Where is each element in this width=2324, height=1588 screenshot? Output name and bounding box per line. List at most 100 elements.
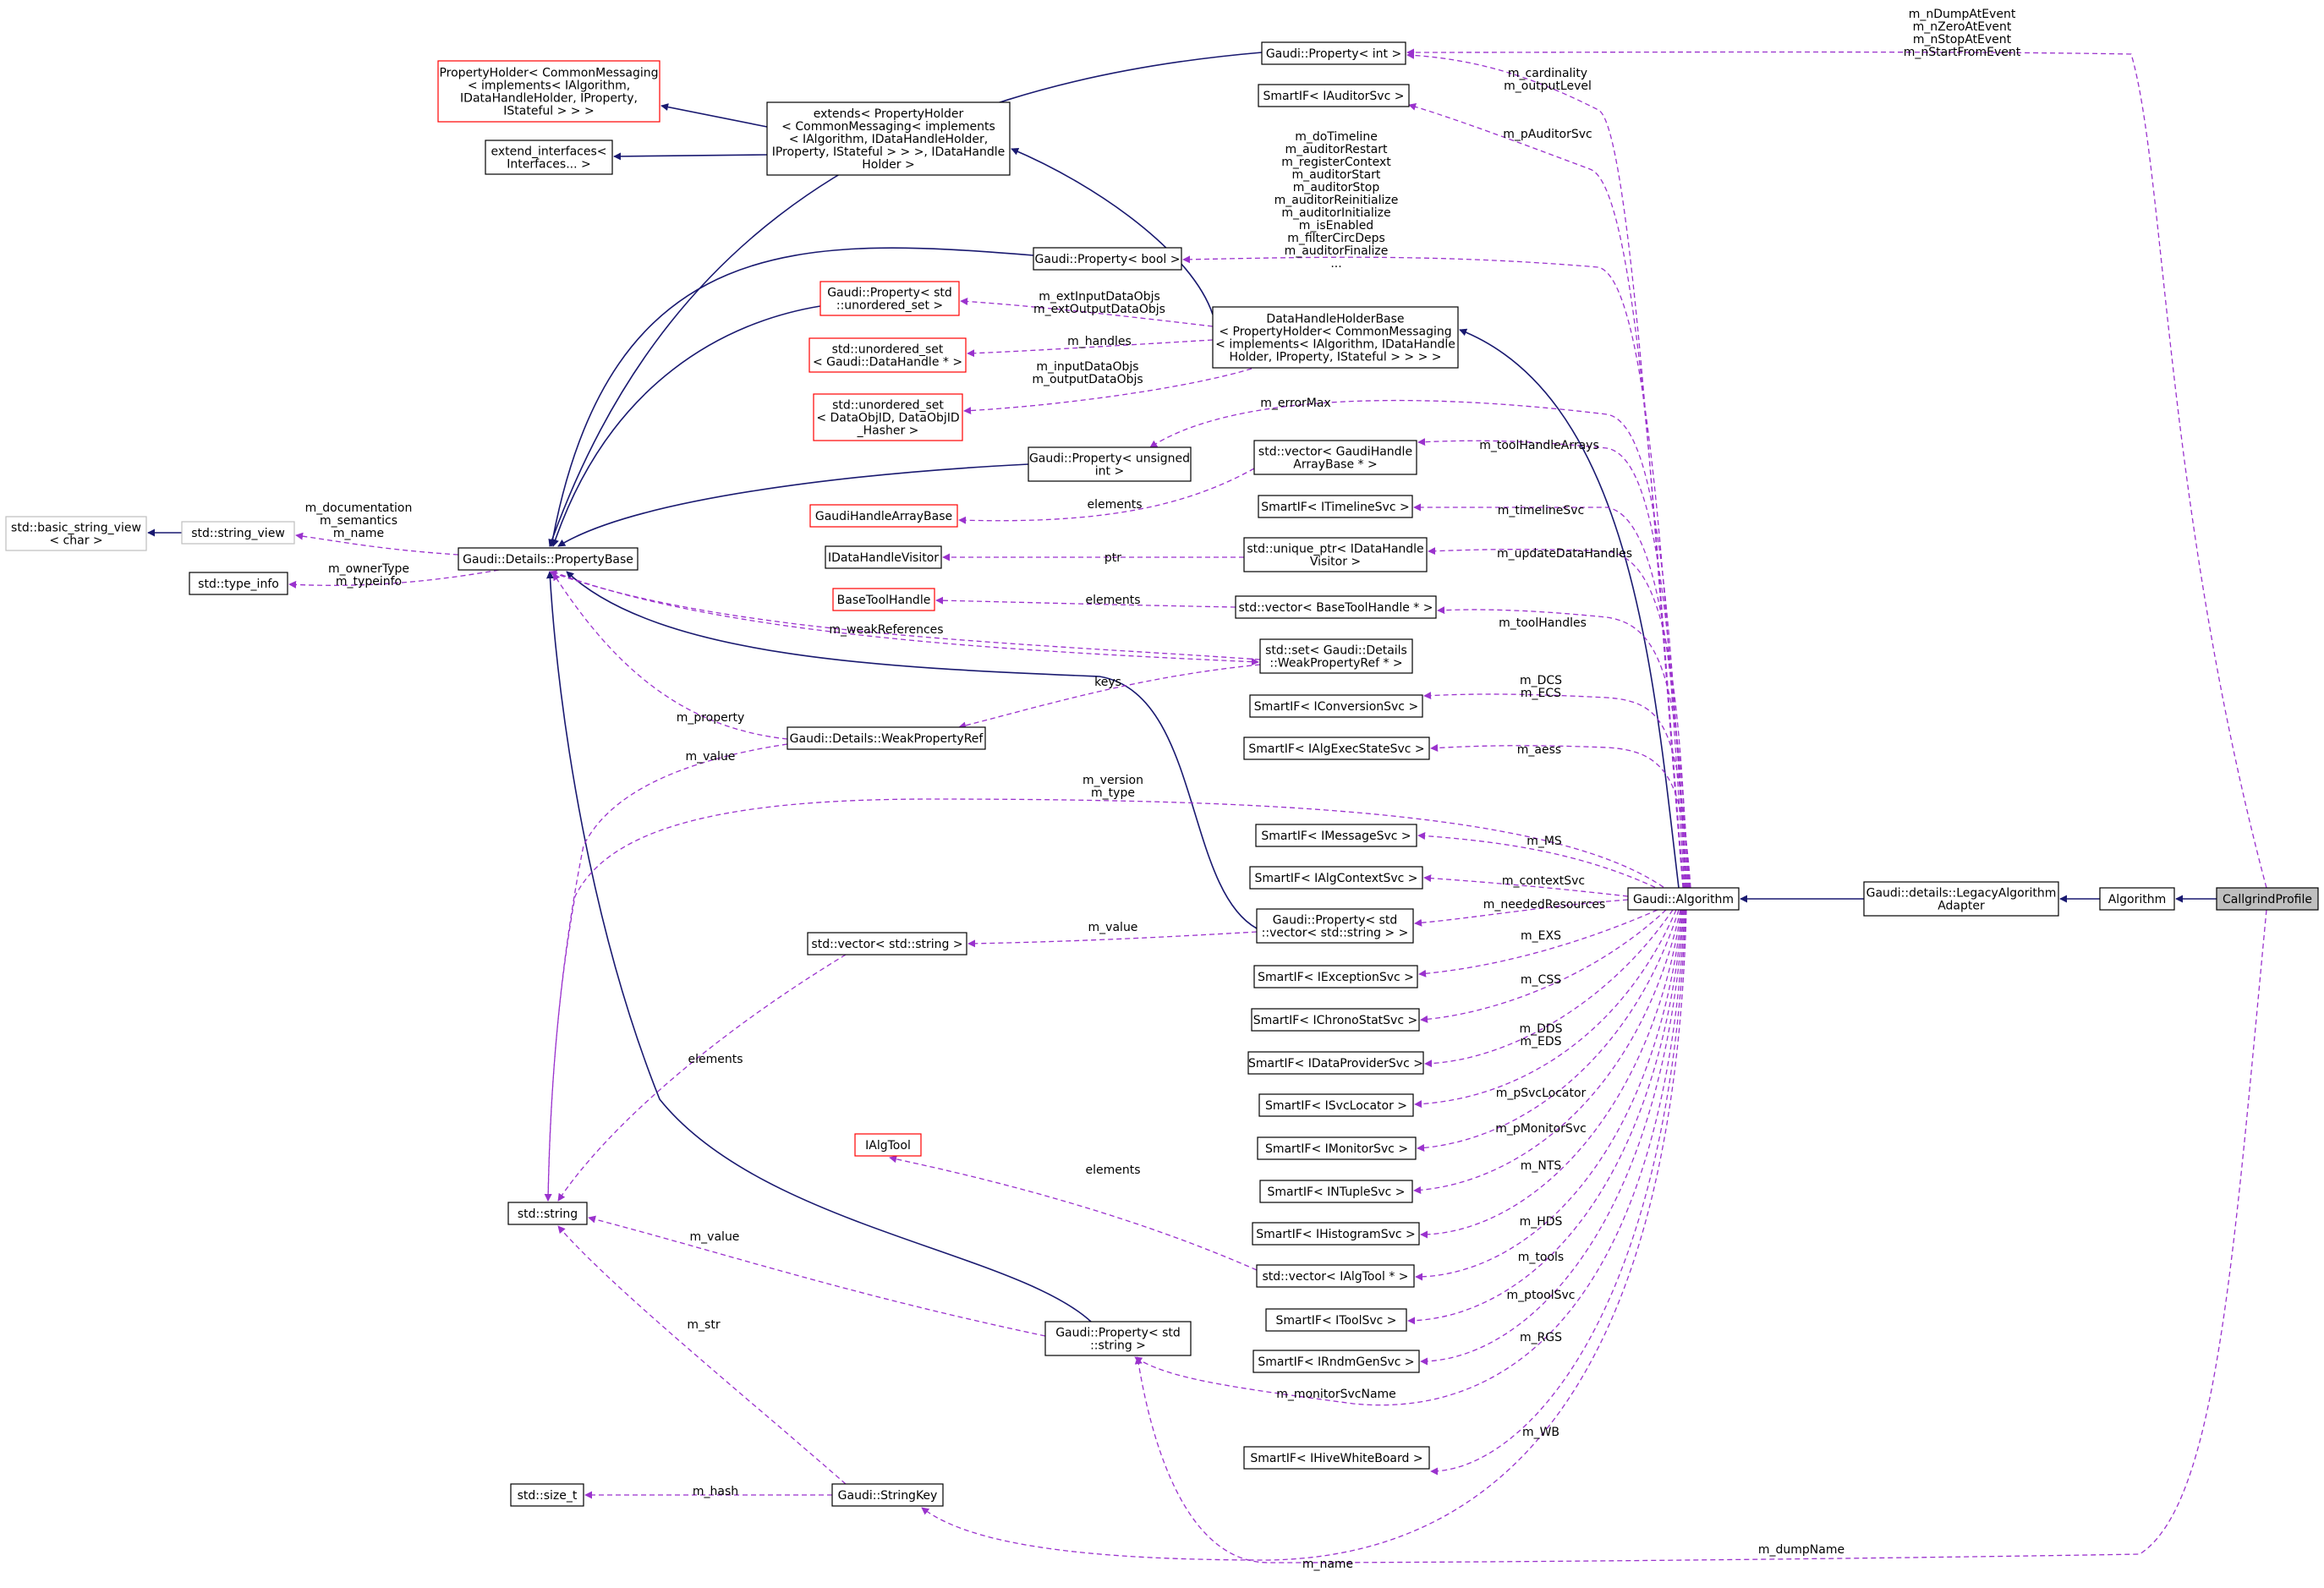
node-box[interactable] [854, 1133, 922, 1157]
node-box[interactable] [819, 281, 960, 316]
node-box[interactable] [1255, 824, 1417, 847]
node-basic-sv[interactable]: std::basic_string_view< char > [5, 516, 147, 551]
node-box[interactable] [831, 1483, 944, 1507]
node-box[interactable] [1028, 446, 1192, 482]
node-toolsvc[interactable]: SmartIF< IToolSvc > [1265, 1308, 1407, 1332]
node-type-info[interactable]: std::type_info [189, 572, 288, 595]
node-box[interactable] [1249, 866, 1423, 890]
node-box[interactable] [189, 572, 288, 595]
node-prop-string[interactable]: Gaudi::Property< std::string > [1044, 1321, 1192, 1356]
node-prop-base[interactable]: Gaudi::Details::PropertyBase [458, 547, 639, 571]
node-ialgtool[interactable]: IAlgTool [854, 1133, 922, 1157]
node-dataprov[interactable]: SmartIF< IDataProviderSvc > [1247, 1051, 1424, 1075]
node-box[interactable] [1249, 694, 1423, 718]
node-box[interactable] [458, 547, 639, 571]
node-dhh-base[interactable]: DataHandleHolderBase< PropertyHolder< Co… [1212, 306, 1459, 369]
node-box[interactable] [809, 504, 958, 528]
node-set-wpr[interactable]: std::set< Gaudi::Details::WeakPropertyRe… [1259, 638, 1413, 674]
node-vec-ialgtool[interactable]: std::vector< IAlgTool * > [1256, 1264, 1415, 1288]
node-prop-uset[interactable]: Gaudi::Property< std::unordered_set > [819, 281, 960, 316]
node-box[interactable] [1256, 1264, 1415, 1288]
node-box[interactable] [1243, 737, 1430, 760]
node-box[interactable] [813, 393, 963, 441]
node-box[interactable] [437, 60, 660, 123]
node-histo[interactable]: SmartIF< IHistogramSvc > [1252, 1222, 1420, 1246]
node-stringkey[interactable]: Gaudi::StringKey [831, 1483, 944, 1507]
node-box[interactable] [1863, 881, 2059, 917]
node-chrono[interactable]: SmartIF< IChronoStatSvc > [1251, 1008, 1420, 1032]
node-callgrind[interactable]: CallgrindProfile [2216, 887, 2319, 911]
node-box[interactable] [1258, 495, 1413, 518]
node-box[interactable] [832, 588, 935, 611]
node-gaudi-alg[interactable]: Gaudi::Algorithm [1627, 887, 1740, 911]
node-box[interactable] [1259, 1180, 1413, 1203]
node-message[interactable]: SmartIF< IMessageSvc > [1255, 824, 1417, 847]
node-box[interactable] [1251, 1008, 1420, 1032]
node-box[interactable] [825, 545, 942, 569]
node-algorithm[interactable]: Algorithm [2099, 887, 2175, 911]
node-box[interactable] [1253, 440, 1417, 475]
node-ext-iface[interactable]: extend_interfaces<Interfaces... > [485, 140, 613, 175]
node-wpr[interactable]: Gaudi::Details::WeakPropertyRef [787, 726, 986, 750]
node-conversion[interactable]: SmartIF< IConversionSvc > [1249, 694, 1423, 718]
node-prop-holder[interactable]: PropertyHolder< CommonMessaging< impleme… [437, 60, 660, 123]
node-box[interactable] [510, 1483, 584, 1507]
node-vec-btoolh[interactable]: std::vector< BaseToolHandle * > [1235, 595, 1437, 619]
node-box[interactable] [5, 516, 147, 551]
node-algexec[interactable]: SmartIF< IAlgExecStateSvc > [1243, 737, 1430, 760]
node-box[interactable] [485, 140, 613, 175]
node-hive[interactable]: SmartIF< IHiveWhiteBoard > [1243, 1446, 1430, 1470]
node-box[interactable] [1235, 595, 1437, 619]
node-std-string[interactable]: std::string [507, 1202, 588, 1225]
node-box[interactable] [1044, 1321, 1192, 1356]
node-box[interactable] [808, 337, 967, 373]
node-box[interactable] [1258, 84, 1410, 107]
node-monitor[interactable]: SmartIF< IMonitorSvc > [1257, 1136, 1417, 1160]
node-prop-int[interactable]: Gaudi::Property< int > [1261, 41, 1406, 65]
node-uset-dh[interactable]: std::unordered_set< Gaudi::DataHandle * … [808, 337, 967, 373]
node-box[interactable] [1212, 306, 1459, 369]
node-box[interactable] [1247, 1051, 1424, 1075]
node-box[interactable] [1259, 638, 1413, 674]
node-vec-string[interactable]: std::vector< std::string > [807, 932, 967, 956]
node-ntuple[interactable]: SmartIF< INTupleSvc > [1259, 1180, 1413, 1203]
node-box[interactable] [766, 101, 1011, 176]
node-uset-objid[interactable]: std::unordered_set< DataObjID, DataObjID… [813, 393, 963, 441]
node-box[interactable] [1033, 247, 1182, 271]
node-string-view[interactable]: std::string_view [181, 521, 295, 545]
node-box[interactable] [1258, 1093, 1414, 1117]
node-prop-vecstr[interactable]: Gaudi::Property< std::vector< std::strin… [1256, 908, 1414, 944]
node-size-t[interactable]: std::size_t [510, 1483, 584, 1507]
node-auditor[interactable]: SmartIF< IAuditorSvc > [1258, 84, 1410, 107]
node-box[interactable] [1257, 1136, 1417, 1160]
node-box[interactable] [2099, 887, 2175, 911]
node-box[interactable] [1265, 1308, 1407, 1332]
node-box[interactable] [1243, 1446, 1430, 1470]
node-box[interactable] [1253, 965, 1418, 988]
node-box[interactable] [1243, 537, 1428, 572]
node-algcontext[interactable]: SmartIF< IAlgContextSvc > [1249, 866, 1423, 890]
node-box[interactable] [807, 932, 967, 956]
node-svcloc[interactable]: SmartIF< ISvcLocator > [1258, 1093, 1414, 1117]
node-box[interactable] [1252, 1350, 1420, 1373]
node-exception[interactable]: SmartIF< IExceptionSvc > [1253, 965, 1418, 988]
node-extends[interactable]: extends< PropertyHolder< CommonMessaging… [766, 101, 1011, 176]
node-rndm[interactable]: SmartIF< IRndmGenSvc > [1252, 1350, 1420, 1373]
node-box[interactable] [1261, 41, 1406, 65]
node-box[interactable] [1627, 887, 1740, 911]
node-box[interactable] [1252, 1222, 1420, 1246]
node-box[interactable] [1256, 908, 1414, 944]
node-prop-bool[interactable]: Gaudi::Property< bool > [1033, 247, 1182, 271]
node-ghab[interactable]: GaudiHandleArrayBase [809, 504, 958, 528]
node-box[interactable] [2216, 887, 2319, 911]
node-box[interactable] [787, 726, 986, 750]
node-box[interactable] [181, 521, 295, 545]
node-box[interactable] [507, 1202, 588, 1225]
node-timeline[interactable]: SmartIF< ITimelineSvc > [1258, 495, 1413, 518]
node-idh-visitor[interactable]: IDataHandleVisitor [825, 545, 942, 569]
node-base-tool-handle[interactable]: BaseToolHandle [832, 588, 935, 611]
